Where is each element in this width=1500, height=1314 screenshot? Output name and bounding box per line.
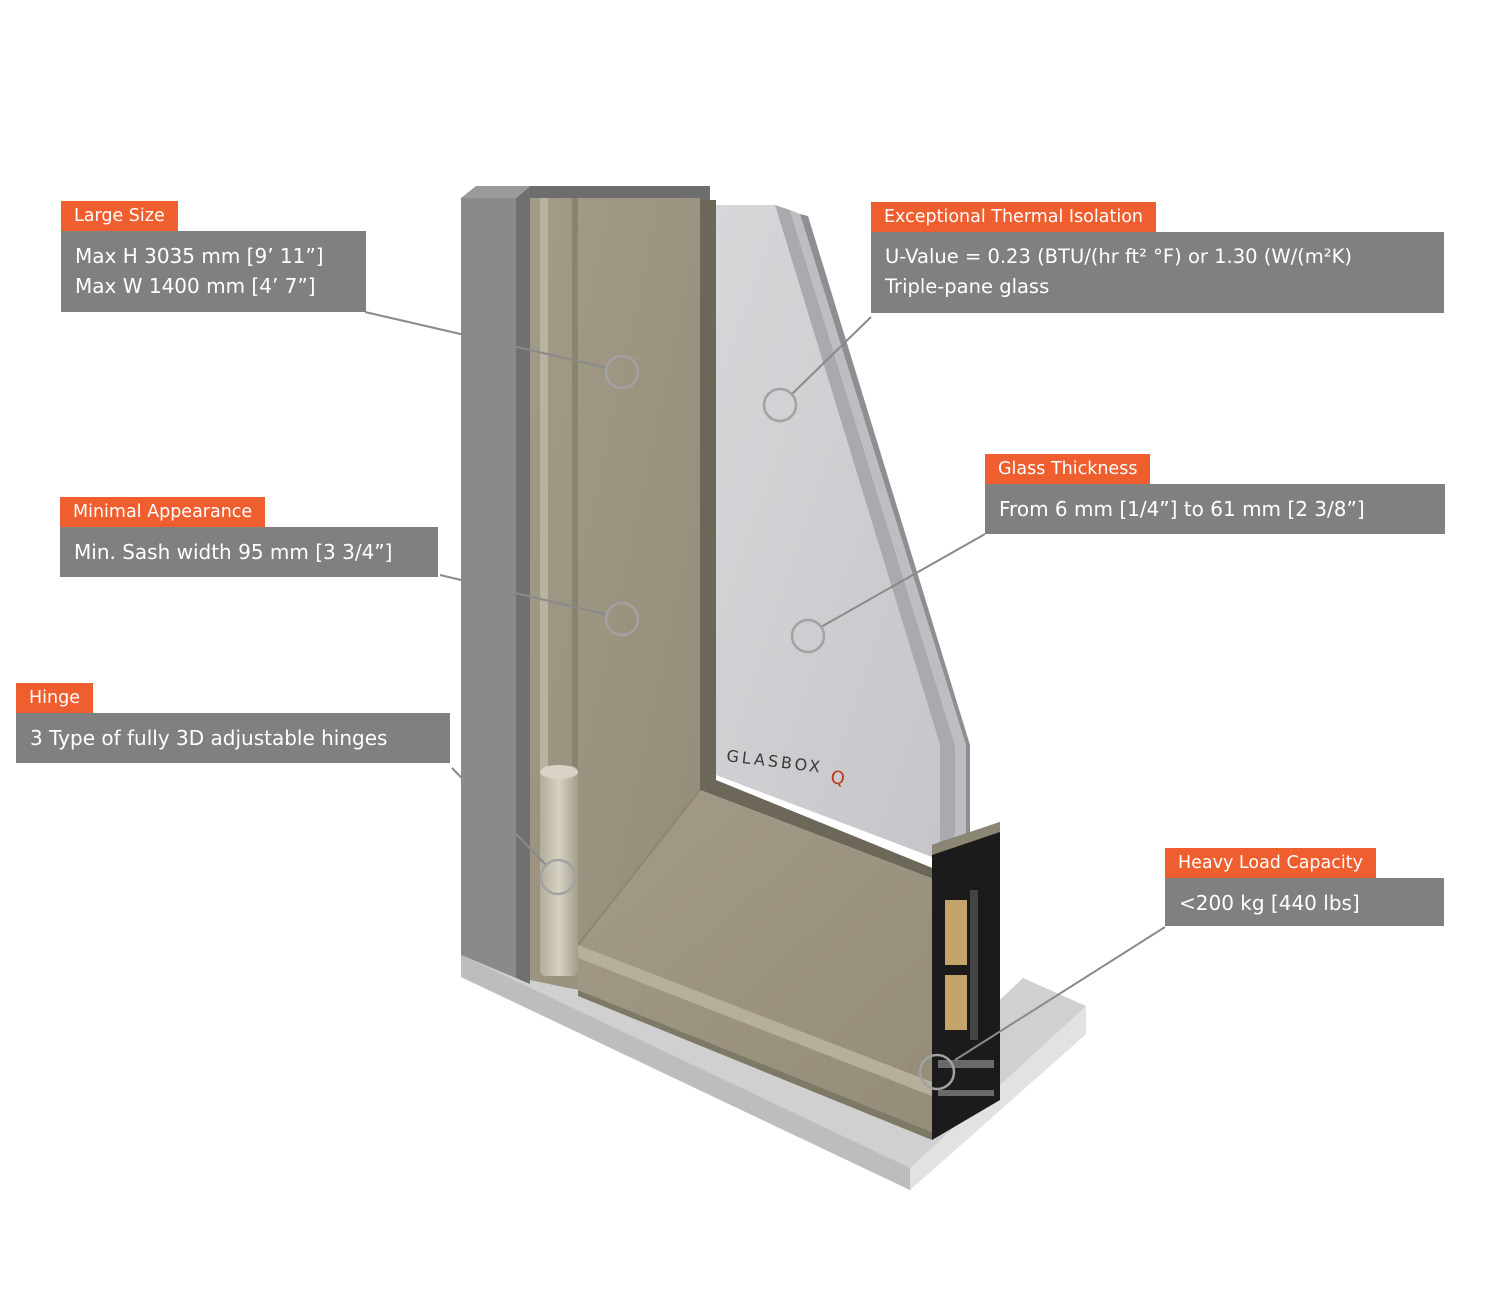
callout-line: <200 kg [440 lbs] <box>1179 891 1360 915</box>
callout-large-size: Large Size Max H 3035 mm [9’ 11”] Max W … <box>61 201 366 312</box>
callout-line: Min. Sash width 95 mm [3 3/4”] <box>74 540 393 564</box>
callout-box: Min. Sash width 95 mm [3 3/4”] <box>60 527 438 577</box>
leader-hinge <box>451 767 548 867</box>
callout-box: <200 kg [440 lbs] <box>1165 878 1444 926</box>
callout-line: From 6 mm [1/4”] to 61 mm [2 3/8”] <box>999 497 1365 521</box>
leader-thermal <box>791 316 872 395</box>
callout-line: Max W 1400 mm [4’ 7”] <box>75 274 316 298</box>
callout-tag: Glass Thickness <box>985 454 1151 484</box>
callout-minimal-appearance: Minimal Appearance Min. Sash width 95 mm… <box>60 497 438 577</box>
hotspot-minimal <box>604 601 640 637</box>
hotspot-glass <box>790 618 826 654</box>
callout-tag: Large Size <box>61 201 178 231</box>
callout-line: Triple-pane glass <box>885 275 1050 298</box>
callout-box: 3 Type of fully 3D adjustable hinges <box>16 713 450 763</box>
callout-box: Max H 3035 mm [9’ 11”] Max W 1400 mm [4’… <box>61 231 366 312</box>
callout-hinge: Hinge 3 Type of fully 3D adjustable hing… <box>16 683 450 763</box>
leader-load <box>954 926 1166 1061</box>
callout-line: U-Value = 0.23 (BTU/(hr ft² °F) or 1.30 … <box>885 245 1352 268</box>
outer-frame <box>461 186 710 984</box>
callout-tag: Minimal Appearance <box>60 497 266 527</box>
leader-glass <box>820 533 986 628</box>
hotspot-thermal <box>762 387 798 423</box>
callout-tag: Hinge <box>16 683 93 713</box>
leader-minimal <box>439 574 609 616</box>
callout-thermal-isolation: Exceptional Thermal Isolation U-Value = … <box>871 202 1444 313</box>
hotspot-markers <box>539 354 956 1091</box>
hotspot-hinge <box>539 858 577 896</box>
callout-tag: Heavy Load Capacity <box>1165 848 1376 878</box>
sash-frame <box>530 198 962 1140</box>
callout-heavy-load: Heavy Load Capacity <200 kg [440 lbs] <box>1165 848 1444 926</box>
leader-large-size <box>364 311 609 369</box>
callout-line: Max H 3035 mm [9’ 11”] <box>75 244 324 268</box>
callout-line: 3 Type of fully 3D adjustable hinges <box>30 726 388 750</box>
callout-tag: Exceptional Thermal Isolation <box>871 202 1156 232</box>
leader-lines <box>364 311 1166 1061</box>
hinge <box>540 765 578 976</box>
hotspot-load <box>918 1053 956 1091</box>
callout-box: From 6 mm [1/4”] to 61 mm [2 3/8”] <box>985 484 1445 534</box>
hotspot-large-size <box>604 354 640 390</box>
profile-cross-section <box>932 822 1000 1140</box>
callout-glass-thickness: Glass Thickness From 6 mm [1/4”] to 61 m… <box>985 454 1445 534</box>
triple-pane-glass <box>716 205 970 865</box>
brand-mark: Q <box>829 767 849 790</box>
callout-box: U-Value = 0.23 (BTU/(hr ft² °F) or 1.30 … <box>871 232 1444 313</box>
